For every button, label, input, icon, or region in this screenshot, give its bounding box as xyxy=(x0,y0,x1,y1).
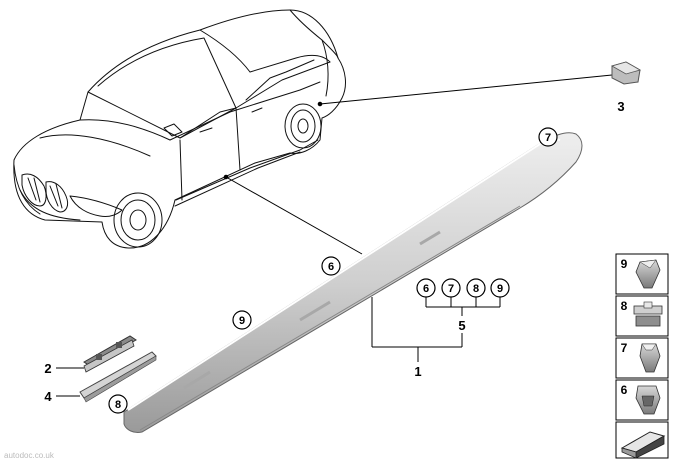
svg-text:7: 7 xyxy=(545,132,551,144)
car-illustration xyxy=(13,9,346,249)
part-label-3: 3 xyxy=(617,99,624,114)
callout-7-top: 7 xyxy=(538,127,558,147)
svg-text:7: 7 xyxy=(448,283,454,295)
side-panel: 9 8 7 6 xyxy=(615,253,669,459)
side-panel-item-7: 7 xyxy=(615,337,669,379)
svg-text:9: 9 xyxy=(497,283,503,295)
svg-text:6: 6 xyxy=(621,383,628,397)
callout-7-group: 7 xyxy=(441,278,461,298)
side-panel-item-8: 8 xyxy=(615,295,669,337)
side-panel-item-arrow xyxy=(615,421,669,459)
watermark: autodoc.co.uk xyxy=(4,451,55,460)
svg-text:9: 9 xyxy=(621,257,628,271)
svg-text:8: 8 xyxy=(115,399,121,411)
svg-text:8: 8 xyxy=(473,283,479,295)
callout-8-group: 8 xyxy=(466,278,486,298)
callout-8-main: 8 xyxy=(108,394,128,414)
part-3-cap xyxy=(610,61,642,85)
svg-text:8: 8 xyxy=(621,299,628,313)
side-panel-item-9: 9 xyxy=(615,253,669,295)
part-label-2: 2 xyxy=(44,361,51,376)
callout-9-main: 9 xyxy=(232,310,252,330)
part-2-bracket xyxy=(83,335,137,373)
part-label-4: 4 xyxy=(44,389,52,404)
side-panel-item-6: 6 xyxy=(615,379,669,421)
part-4-strip xyxy=(79,351,157,403)
svg-text:9: 9 xyxy=(239,315,245,327)
svg-text:6: 6 xyxy=(423,283,429,295)
leader-lines xyxy=(56,74,613,397)
svg-text:6: 6 xyxy=(328,261,334,273)
side-sill-panel xyxy=(123,132,583,433)
callout-9-group: 9 xyxy=(490,278,510,298)
callout-6-main: 6 xyxy=(321,256,341,276)
part-label-1: 1 xyxy=(414,364,421,379)
part-label-5: 5 xyxy=(458,318,465,333)
svg-text:7: 7 xyxy=(621,341,628,355)
callout-6-group: 6 xyxy=(416,278,436,298)
